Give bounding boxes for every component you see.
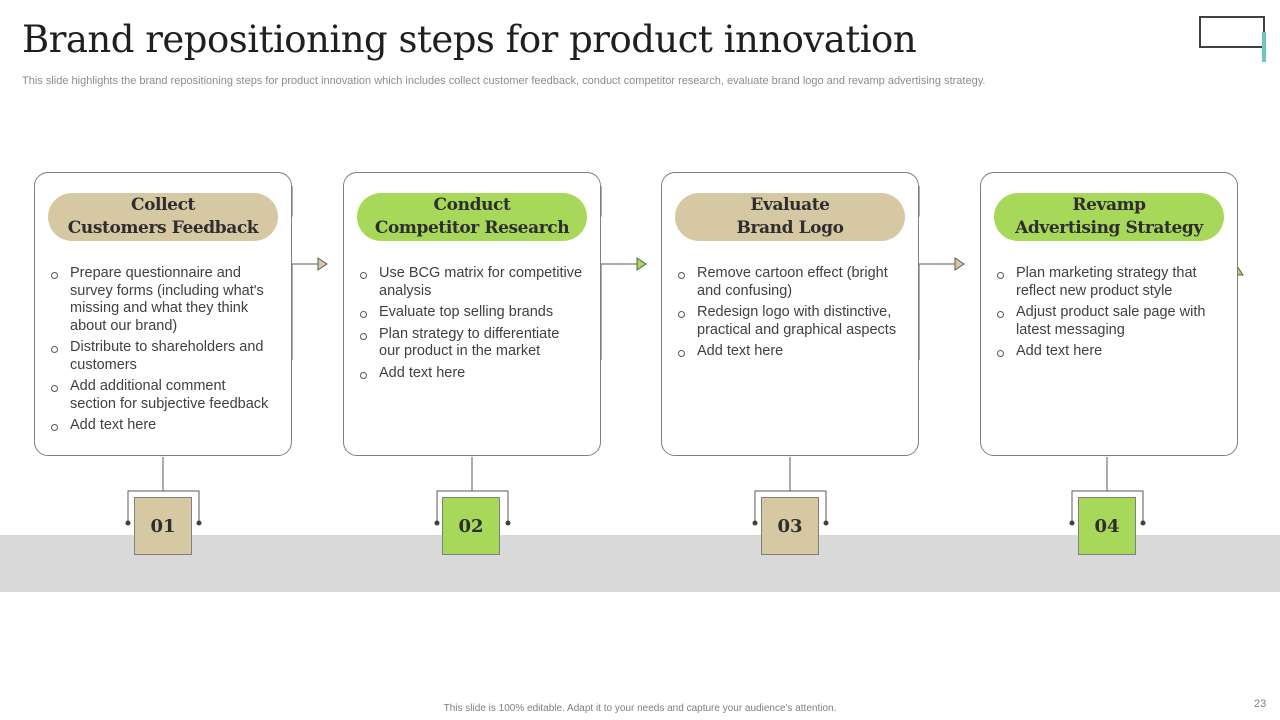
step-title-line: Collect [130,195,195,215]
bullet-item: Remove cartoon effect (bright and confus… [676,265,902,300]
bullet-item: Adjust product sale page with latest mes… [995,304,1221,339]
bullet-item: Add text here [358,365,584,383]
step-title-line: Competitor Research [374,218,570,238]
bracket-dot [505,520,511,526]
bracket-dot [823,520,829,526]
step-bullets-2: Use BCG matrix for competitive analysis … [358,265,584,386]
arrow-line-3-4 [918,263,955,360]
step-number-3: 03 [761,497,819,555]
step-title-line: Conduct [433,195,511,215]
step-card-2: Conduct Competitor Research Use BCG matr… [343,172,601,456]
bracket-dot [125,520,131,526]
step-number-4: 04 [1078,497,1136,555]
step-title-2: Conduct Competitor Research [357,193,587,241]
step-bullets-1: Prepare questionnaire and survey forms (… [49,265,275,439]
step-bullets-4: Plan marketing strategy that reflect new… [995,265,1221,365]
stem-4 [1071,457,1144,523]
bracket-dot [196,520,202,526]
bracket-dot [752,520,758,526]
bullet-item: Plan strategy to differentiate our produ… [358,326,584,361]
step-title-line: Revamp [1072,195,1146,215]
bracket-dot [1140,520,1146,526]
arrowhead-1 [317,257,328,271]
bullet-item: Use BCG matrix for competitive analysis [358,265,584,300]
bullet-item: Distribute to shareholders and customers [49,339,275,374]
bullet-item: Evaluate top selling brands [358,304,584,322]
arrowhead-2 [636,257,647,271]
step-card-3: Evaluate Brand Logo Remove cartoon effec… [661,172,919,456]
footer-note: This slide is 100% editable. Adapt it to… [443,703,837,714]
step-title-line: Customers Feedback [67,218,259,238]
step-title-4: Revamp Advertising Strategy [994,193,1224,241]
bullet-item: Add additional comment section for subje… [49,378,275,413]
step-title-line: Brand Logo [736,218,844,238]
bullet-item: Prepare questionnaire and survey forms (… [49,265,275,335]
timeline-band [0,535,1280,592]
step-title-line: Evaluate [750,195,830,215]
bracket-dot [434,520,440,526]
step-bullets-3: Remove cartoon effect (bright and confus… [676,265,902,365]
bullet-item: Add text here [49,417,275,435]
step-title-line: Advertising Strategy [1015,218,1203,238]
arrowhead-3 [954,257,965,271]
page-number: 23 [1254,698,1267,710]
corner-accent-bar [1262,32,1266,62]
bullet-item: Add text here [995,343,1221,361]
arrow-line-2-3 [600,263,637,360]
stem-1 [127,457,200,523]
step-number-1: 01 [134,497,192,555]
step-title-1: Collect Customers Feedback [48,193,278,241]
bullet-item: Add text here [676,343,902,361]
slide-title: Brand repositioning steps for product in… [22,18,917,61]
stem-2 [436,457,509,523]
bullet-item: Plan marketing strategy that reflect new… [995,265,1221,300]
arrow-line-1-2 [291,263,318,360]
step-card-1: Collect Customers Feedback Prepare quest… [34,172,292,456]
step-number-2: 02 [442,497,500,555]
bracket-dot [1069,520,1075,526]
bullet-item: Redesign logo with distinctive, practica… [676,304,902,339]
step-title-3: Evaluate Brand Logo [675,193,905,241]
slide-subtitle: This slide highlights the brand repositi… [22,75,986,87]
stem-3 [754,457,827,523]
step-card-4: Revamp Advertising Strategy Plan marketi… [980,172,1238,456]
